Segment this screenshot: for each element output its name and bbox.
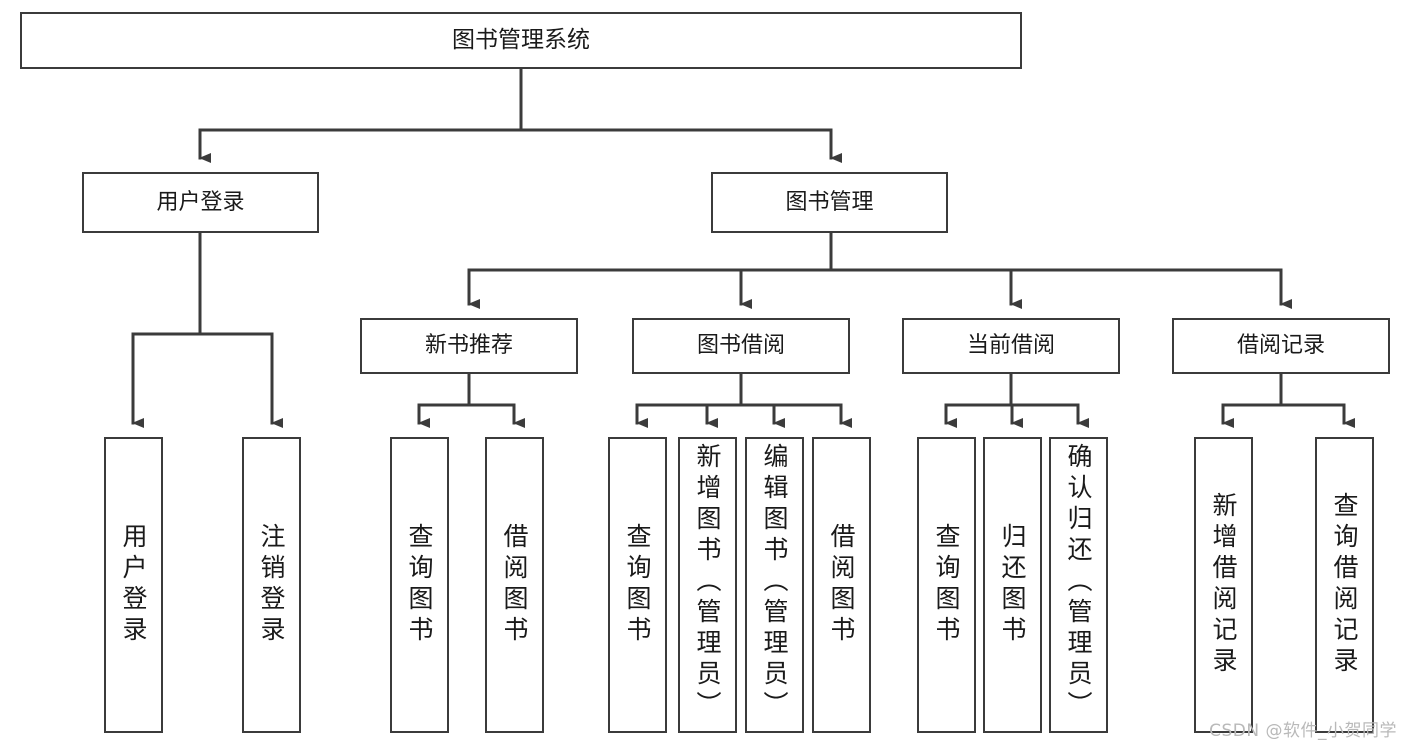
- node-leaf-query-book-1-label: 查询图书: [405, 523, 434, 647]
- node-root-label: 图书管理系统: [452, 26, 590, 53]
- node-leaf-query-book-1[interactable]: 查询图书: [390, 437, 449, 733]
- node-new-book-label: 新书推荐: [424, 333, 513, 359]
- node-leaf-confirm-return-label: 确认归还（管理员）: [1064, 443, 1093, 722]
- node-leaf-query-record[interactable]: 查询借阅记录: [1315, 437, 1374, 733]
- node-leaf-edit-book-label: 编辑图书（管理员）: [760, 443, 789, 722]
- csdn-watermark: CSDN @软件_小贺同学: [1209, 721, 1397, 741]
- node-leaf-add-record-label: 新增借阅记录: [1209, 492, 1238, 678]
- node-leaf-return-book-label: 归还图书: [998, 523, 1027, 647]
- node-book-manage-label: 图书管理: [785, 189, 874, 215]
- node-current-borrow[interactable]: 当前借阅: [902, 318, 1120, 374]
- node-root[interactable]: 图书管理系统: [20, 12, 1022, 69]
- node-leaf-user-login[interactable]: 用户登录: [104, 437, 163, 733]
- node-leaf-query-book-2[interactable]: 查询图书: [608, 437, 667, 733]
- node-borrow-label: 图书借阅: [696, 333, 785, 359]
- node-leaf-borrow-book-2[interactable]: 借阅图书: [812, 437, 871, 733]
- node-leaf-add-book[interactable]: 新增图书（管理员）: [678, 437, 737, 733]
- node-leaf-user-login-label: 用户登录: [119, 523, 148, 647]
- node-leaf-borrow-book-1[interactable]: 借阅图书: [485, 437, 544, 733]
- node-leaf-query-book-3-label: 查询图书: [932, 523, 961, 647]
- node-leaf-user-logout-label: 注销登录: [257, 523, 286, 647]
- node-leaf-add-record[interactable]: 新增借阅记录: [1194, 437, 1253, 733]
- node-leaf-query-record-label: 查询借阅记录: [1330, 492, 1359, 678]
- node-borrow-record-label: 借阅记录: [1236, 333, 1325, 359]
- node-leaf-return-book[interactable]: 归还图书: [983, 437, 1042, 733]
- node-leaf-confirm-return[interactable]: 确认归还（管理员）: [1049, 437, 1108, 733]
- node-leaf-add-book-label: 新增图书（管理员）: [693, 443, 722, 722]
- node-book-manage[interactable]: 图书管理: [711, 172, 948, 233]
- node-leaf-borrow-book-1-label: 借阅图书: [500, 523, 529, 647]
- node-leaf-query-book-2-label: 查询图书: [623, 523, 652, 647]
- node-leaf-query-book-3[interactable]: 查询图书: [917, 437, 976, 733]
- node-borrow[interactable]: 图书借阅: [632, 318, 850, 374]
- node-borrow-record[interactable]: 借阅记录: [1172, 318, 1390, 374]
- node-new-book[interactable]: 新书推荐: [360, 318, 578, 374]
- node-leaf-borrow-book-2-label: 借阅图书: [827, 523, 856, 647]
- node-leaf-edit-book[interactable]: 编辑图书（管理员）: [745, 437, 804, 733]
- node-leaf-user-logout[interactable]: 注销登录: [242, 437, 301, 733]
- node-current-borrow-label: 当前借阅: [966, 333, 1055, 359]
- node-user-login[interactable]: 用户登录: [82, 172, 319, 233]
- node-user-login-label: 用户登录: [156, 189, 245, 215]
